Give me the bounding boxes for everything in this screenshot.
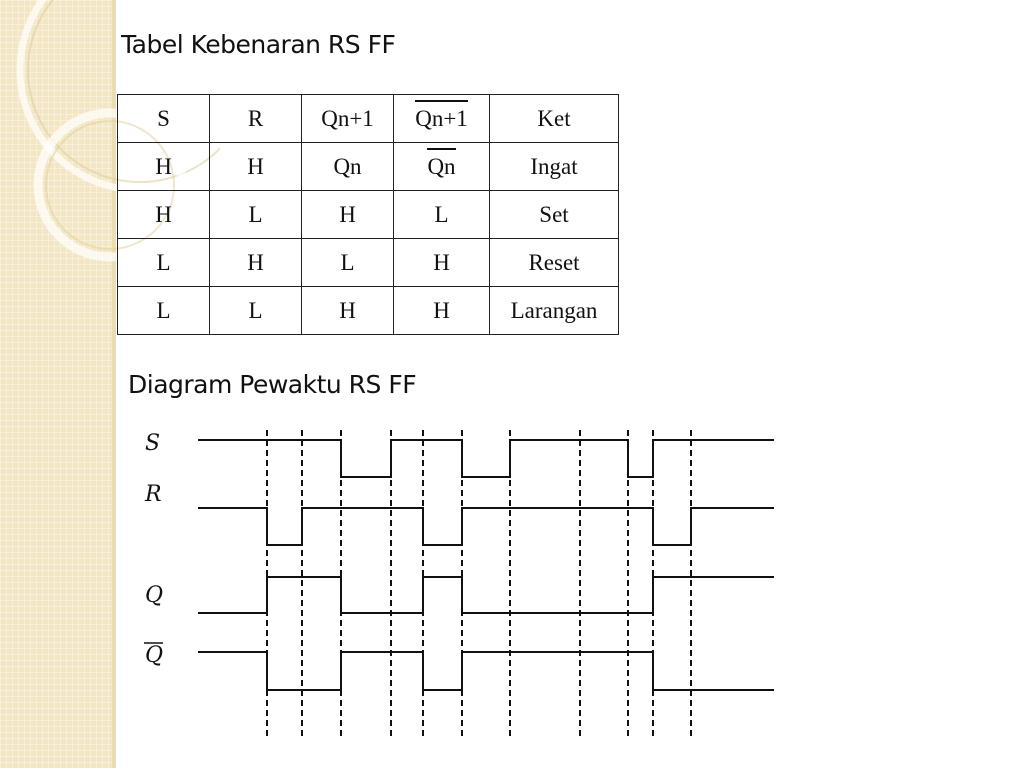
table-cell: Set (489, 190, 619, 239)
signal-label: S (145, 431, 160, 456)
table-cell: H (209, 142, 302, 191)
table-cell: H (393, 238, 490, 287)
table-header-row: S R Qn+1 Qn+1 Ket (117, 94, 619, 143)
header-text: R (247, 105, 264, 131)
truth-table: S R Qn+1 Qn+1 Ket H H Qn Qn Ingat H L H … (117, 94, 619, 335)
signal-label: R (144, 482, 162, 507)
table-cell: H (301, 286, 394, 335)
table-cell: H (117, 190, 210, 239)
signal-label: Q (145, 583, 163, 608)
table-cell: Reset (489, 238, 619, 287)
header-text: S (157, 105, 170, 131)
table-cell: L (209, 286, 302, 335)
timing-diagram-title: Diagram Pewaktu RS FF (128, 370, 417, 399)
table-cell: L (301, 238, 394, 287)
cell-text-overlined: Qn (427, 147, 456, 179)
header-text: Ket (537, 105, 571, 131)
table-cell: L (117, 286, 210, 335)
table-cell: Larangan (489, 286, 619, 335)
table-cell: Qn (393, 142, 490, 191)
table-row: H H Qn Qn Ingat (117, 142, 619, 191)
table-cell: H (117, 142, 210, 191)
signal-waveform (198, 651, 774, 691)
table-cell: L (117, 238, 210, 287)
table-row: L L H H Larangan (117, 286, 619, 335)
header-text-overlined: Qn+1 (415, 99, 468, 131)
table-cell: Ingat (489, 142, 619, 191)
signal-waveform (198, 507, 774, 546)
signal-waveform (198, 439, 774, 478)
header-text: Qn+1 (321, 105, 374, 131)
table-row: L H L H Reset (117, 238, 619, 287)
signal-waveform (198, 576, 774, 614)
signal-label: Q (145, 643, 163, 668)
table-cell: L (393, 190, 490, 239)
header-cell: Ket (489, 94, 619, 143)
table-cell: H (209, 238, 302, 287)
page-title: Tabel Kebenaran RS FF (121, 30, 396, 59)
